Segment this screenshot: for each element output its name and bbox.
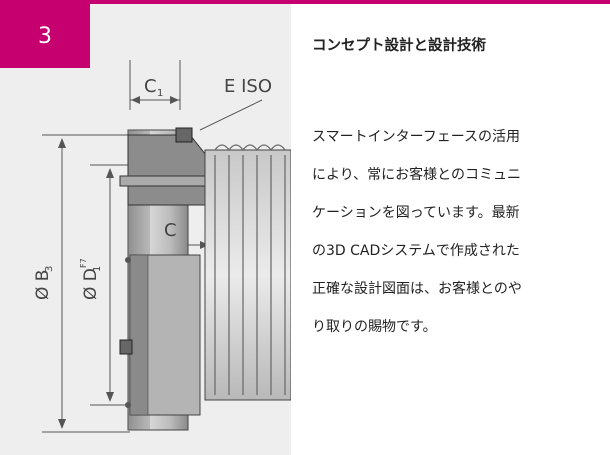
text-column: コンセプト設計と設計技術 スマートインターフェースの活用 により、常にお客様との… [303, 4, 603, 455]
section-body: スマートインターフェースの活用 により、常にお客様とのコミュニ ケーションを図っ… [312, 118, 604, 346]
body-line: 正確な設計図面は、お客様とのや [312, 281, 522, 297]
accent-bar [0, 0, 610, 4]
label-b3-sub: 3 [44, 266, 55, 272]
label-c: C [164, 220, 177, 241]
body-line: により、常にお客様とのコミュニ [312, 167, 522, 183]
label-d1: Ø D [81, 268, 101, 300]
dimension-labels: C 1 E ISO C Ø B 3 Ø D 1 F7 [33, 76, 272, 300]
body-line: ケーションを図っています。最新 [312, 205, 520, 221]
label-d1-sup: F7 [79, 258, 88, 268]
section-title: コンセプト設計と設計技術 [312, 38, 486, 54]
technical-drawing-panel: C 1 E ISO C Ø B 3 Ø D 1 F7 3 [0, 4, 291, 455]
technical-drawing: C 1 E ISO C Ø B 3 Ø D 1 F7 [33, 60, 291, 433]
body-line: の3D CADシステムで作成された [312, 243, 520, 259]
label-eiso: E ISO [224, 76, 272, 97]
label-c1: C [144, 76, 157, 97]
step-number-badge: 3 [0, 4, 90, 68]
label-b3: Ø B [33, 270, 53, 300]
body-line: スマートインターフェースの活用 [312, 129, 521, 145]
label-c1-sub: 1 [157, 88, 163, 99]
body-line: り取りの賜物です。 [312, 319, 437, 335]
label-d1-sub: 1 [92, 266, 103, 272]
